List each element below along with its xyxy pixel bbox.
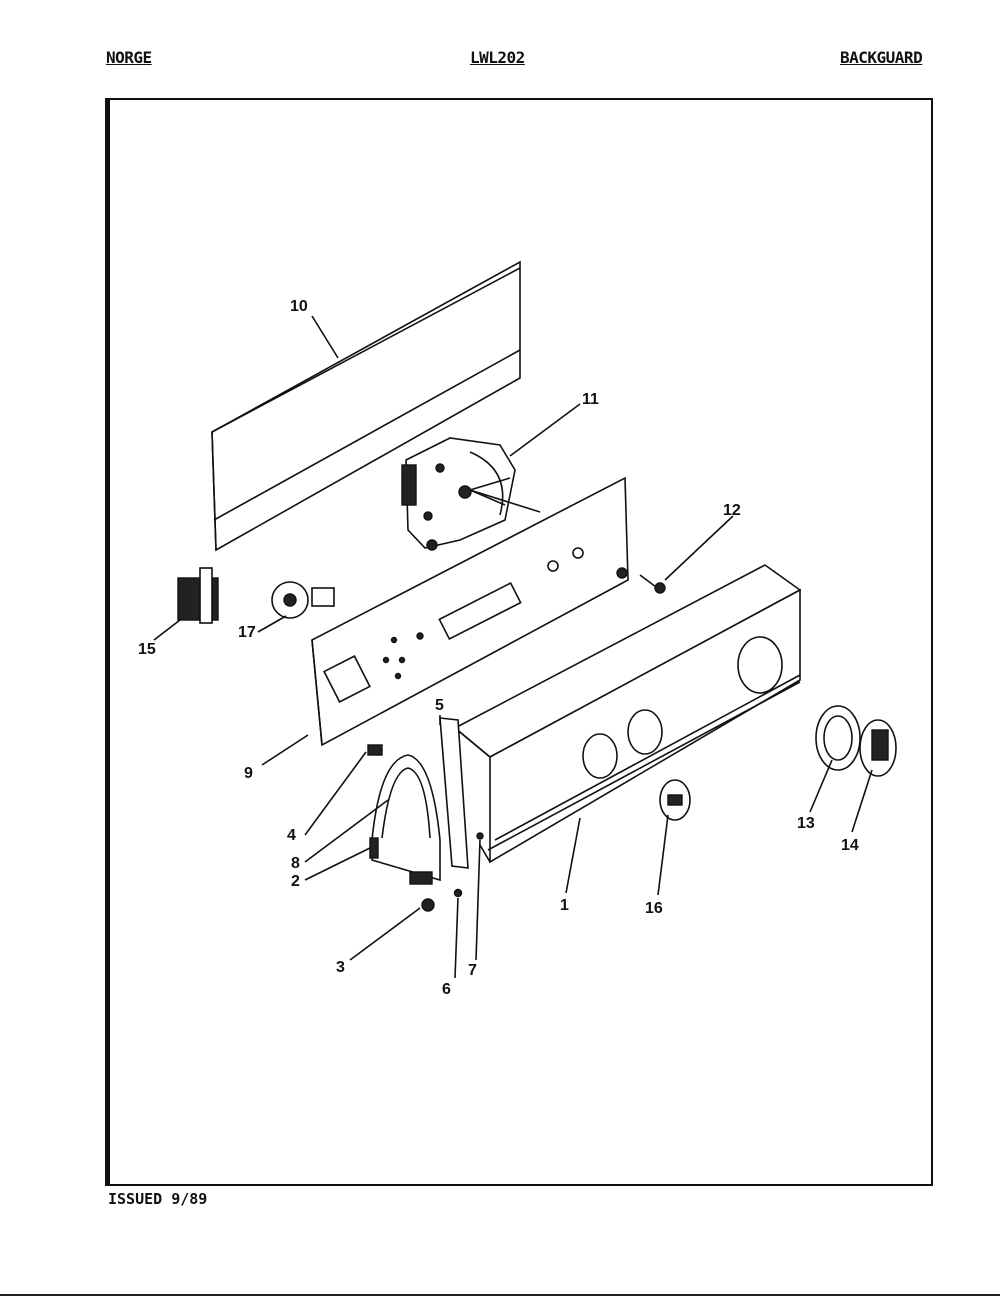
diagram-frame — [105, 98, 933, 1186]
callout-16: 16 — [645, 900, 663, 917]
part-control-panel — [311, 476, 629, 747]
callout-11: 11 — [582, 391, 599, 408]
part-timer — [401, 437, 541, 551]
callout-8: 8 — [291, 855, 300, 872]
callout-4: 4 — [287, 827, 296, 844]
part-top-cover — [211, 260, 521, 552]
header-model: LWL202 — [470, 48, 525, 67]
callout-2: 2 — [291, 873, 300, 890]
callout-9: 9 — [244, 765, 253, 782]
callout-15: 15 — [138, 641, 156, 658]
callout-6: 6 — [442, 981, 451, 998]
part-knob-small — [659, 779, 691, 821]
part-clip — [367, 744, 383, 756]
callout-5: 5 — [435, 697, 444, 714]
part-bracket — [439, 717, 484, 898]
callout-14: 14 — [841, 837, 859, 854]
part-selector-switch — [271, 581, 335, 619]
header-brand: NORGE — [106, 48, 152, 67]
issued-date: ISSUED 9/89 — [108, 1190, 208, 1208]
part-screw — [654, 582, 666, 594]
callout-7: 7 — [468, 962, 477, 979]
callout-12: 12 — [723, 502, 741, 519]
callout-13: 13 — [797, 815, 815, 832]
part-lid-switch-assembly — [369, 754, 441, 885]
callout-1: 1 — [560, 897, 569, 914]
bottom-rule — [0, 1294, 1000, 1296]
callout-3: 3 — [336, 959, 345, 976]
part-nut — [421, 898, 435, 912]
callout-17: 17 — [238, 624, 256, 641]
leader-lines — [153, 315, 873, 979]
part-dial — [815, 705, 861, 771]
part-switch — [177, 567, 219, 624]
callout-10: 10 — [290, 298, 308, 315]
header-section: BACKGUARD — [840, 48, 923, 67]
part-console-housing — [453, 564, 802, 864]
part-knob-large — [859, 719, 897, 777]
